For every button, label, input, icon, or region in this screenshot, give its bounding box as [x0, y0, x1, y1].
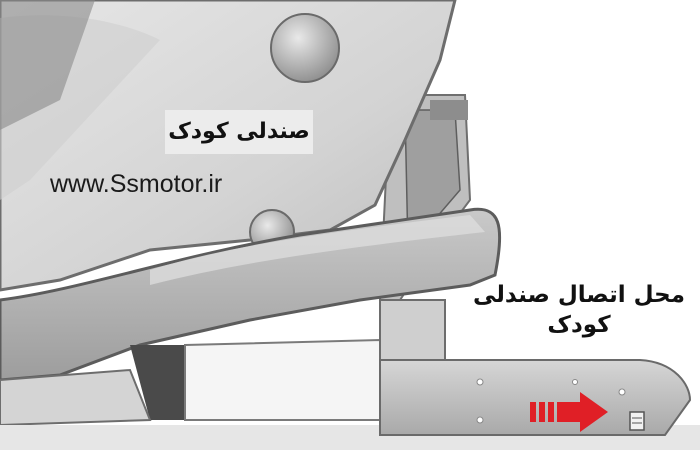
- anchor-location-label: محل اتصال صندلی کودک: [462, 280, 696, 340]
- anchor-label-line-1: محل اتصال صندلی: [462, 280, 696, 310]
- watermark-url: www.Ssmotor.ir: [50, 170, 222, 199]
- child-seat-label: صندلی کودک: [165, 110, 313, 154]
- isofix-bracket: [380, 360, 690, 435]
- seat-knob-top: [271, 14, 339, 82]
- anchor-label-line-2: کودک: [462, 310, 696, 340]
